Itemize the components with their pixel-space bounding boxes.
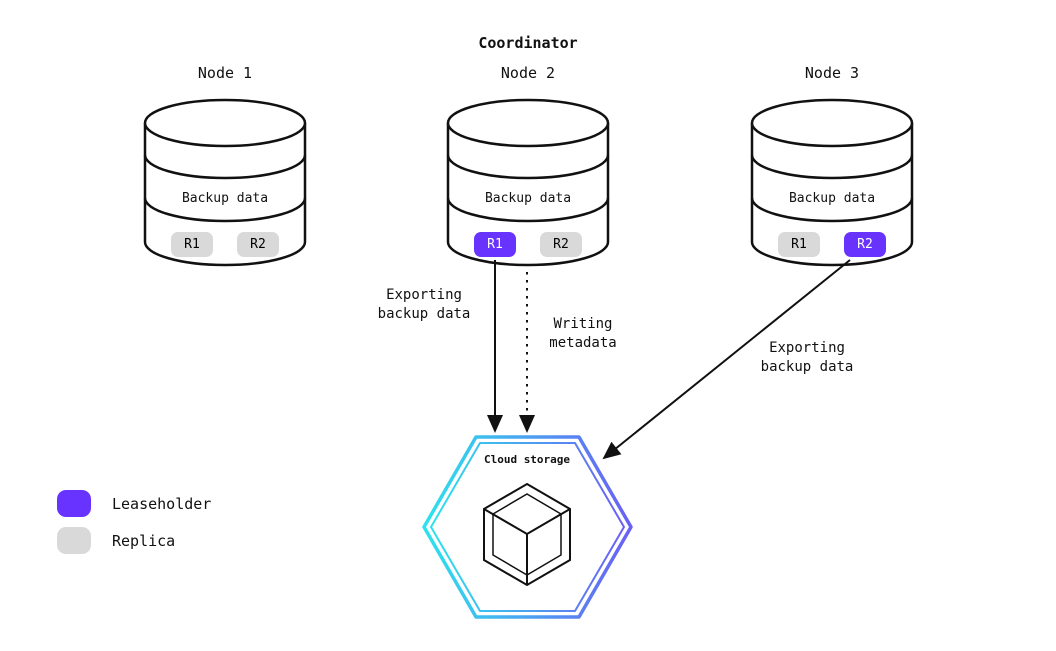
- cube-icon: [483, 482, 571, 587]
- legend-leaseholder-label: Leaseholder: [112, 495, 212, 513]
- node-3-database-cylinder-icon: [750, 98, 914, 267]
- node-1-database-cylinder-icon: [143, 98, 307, 267]
- legend-replica-label: Replica: [112, 532, 176, 550]
- node-1-replica-r2-badge: R2: [237, 232, 279, 257]
- node-3-backup-data-label: Backup data: [788, 191, 876, 206]
- arrow-label-line: Exporting: [769, 340, 845, 356]
- node-3-label: Node 3: [804, 64, 860, 82]
- legend-leaseholder-swatch: [57, 490, 91, 517]
- node-1-label: Node 1: [197, 64, 253, 82]
- node-2-backup-data-label: Backup data: [484, 191, 572, 206]
- node-1-backup-data-label: Backup data: [181, 191, 269, 206]
- arrow-label-writing-metadata: Writing metadata: [523, 315, 643, 353]
- arrow-label-line: backup data: [377, 306, 471, 322]
- node-3-leaseholder-r2-badge: R2: [844, 232, 886, 257]
- node-2-database-cylinder-icon: [446, 98, 610, 267]
- coordinator-title: Coordinator: [478, 34, 578, 52]
- arrow-label-exporting-node3: Exporting backup data: [737, 339, 877, 377]
- node-1-replica-r1-badge: R1: [171, 232, 213, 257]
- arrow-label-exporting-node2: Exporting backup data: [354, 286, 494, 324]
- legend-replica-swatch: [57, 527, 91, 554]
- arrow-label-line: Exporting: [386, 287, 462, 303]
- node-2-label: Node 2: [500, 64, 556, 82]
- arrow-label-line: backup data: [760, 359, 854, 375]
- node-2-leaseholder-r1-badge: R1: [474, 232, 516, 257]
- arrow-export-node3: [602, 259, 851, 460]
- node-3-replica-r1-badge: R1: [778, 232, 820, 257]
- cloud-storage-label: Cloud storage: [483, 453, 571, 466]
- arrow-label-line: metadata: [549, 335, 617, 351]
- cloud-storage-hexagon: [422, 435, 633, 619]
- arrow-label-line: Writing: [553, 316, 613, 332]
- node-2-replica-r2-badge: R2: [540, 232, 582, 257]
